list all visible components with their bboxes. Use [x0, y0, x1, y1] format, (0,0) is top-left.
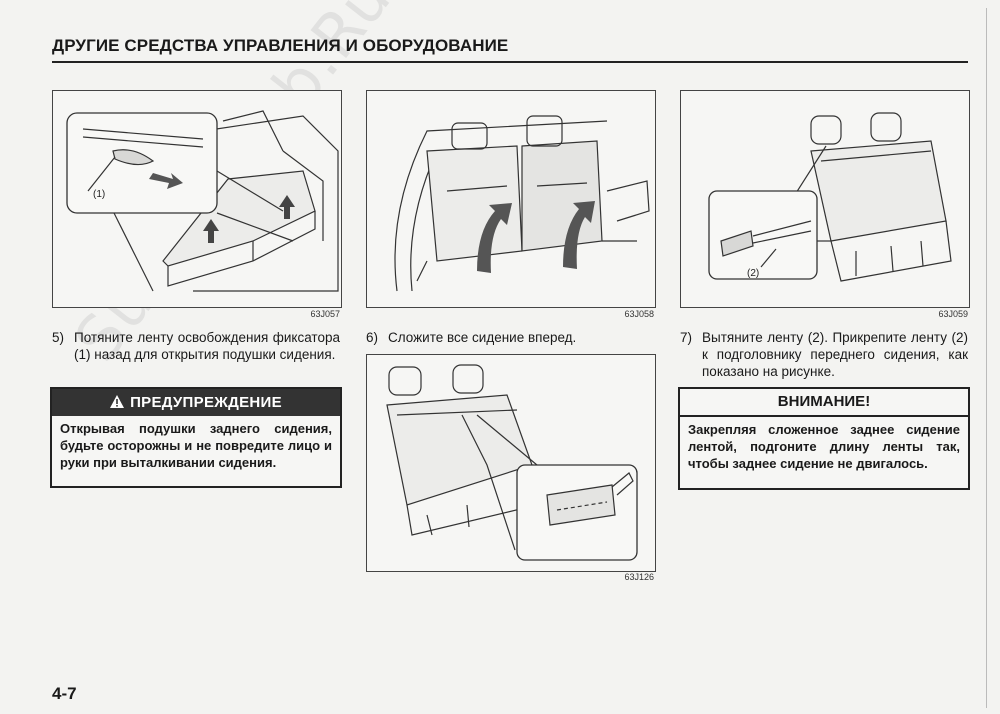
figure-fold-seat-forward	[366, 90, 656, 308]
step-number: 5)	[52, 330, 65, 345]
caution-title: ВНИМАНИЕ!	[680, 389, 968, 417]
step-6: 6) Сложите все сидение вперед.	[366, 329, 654, 346]
curved-arrow-icon	[477, 203, 512, 273]
curved-arrow-icon	[563, 201, 595, 269]
seat-cushion-illustration: (1)	[66, 110, 339, 292]
section-title: ДРУГИЕ СРЕДСТВА УПРАВЛЕНИЯ И ОБОРУДОВАНИ…	[52, 36, 509, 55]
up-arrow-icon	[203, 219, 219, 243]
callout-1: (1)	[93, 189, 105, 200]
warning-title: ПРЕДУПРЕЖДЕНИЕ	[130, 394, 282, 411]
figure-strapped-seat	[366, 354, 656, 572]
warning-text: Открывая подушки заднего сидения, будьте…	[60, 421, 332, 470]
warning-header: ПРЕДУПРЕЖДЕНИЕ	[52, 389, 340, 416]
header-rule	[52, 61, 968, 63]
strapped-seat-illustration	[386, 364, 638, 561]
up-arrow-icon	[279, 195, 295, 219]
step-text: Сложите все сидение вперед.	[388, 330, 577, 345]
folding-seat-illustration	[394, 115, 650, 292]
figure-seat-cushion-release: (1)	[52, 90, 342, 308]
step-number: 7)	[680, 330, 693, 345]
strap-headrest-illustration: (2)	[708, 112, 952, 282]
figure-code: 63J126	[624, 572, 654, 582]
figure-strap-to-headrest: (2)	[680, 90, 970, 308]
page-number: 4-7	[52, 684, 77, 703]
caution-box: ВНИМАНИЕ! Закрепляя сложенное заднее сид…	[678, 387, 970, 490]
figure-code: 63J057	[310, 309, 340, 319]
step-text: Вытяните ленту (2). Прикрепите ленту (2)…	[702, 330, 968, 379]
warning-box: ПРЕДУПРЕЖДЕНИЕ Открывая подушки заднего …	[50, 387, 342, 488]
caution-text: Закрепляя сложенное заднее сидение ленто…	[688, 422, 960, 471]
figure-code: 63J059	[938, 309, 968, 319]
figure-code: 63J058	[624, 309, 654, 319]
warning-triangle-icon	[110, 395, 125, 408]
step-number: 6)	[366, 330, 379, 345]
callout-2: (2)	[747, 268, 759, 279]
page-edge-line	[986, 8, 987, 708]
step-5: 5) Потяните ленту освобождения фиксатора…	[52, 329, 340, 363]
step-text: Потяните ленту освобождения фиксатора (1…	[74, 330, 340, 362]
step-7: 7) Вытяните ленту (2). Прикрепите ленту …	[680, 329, 968, 380]
